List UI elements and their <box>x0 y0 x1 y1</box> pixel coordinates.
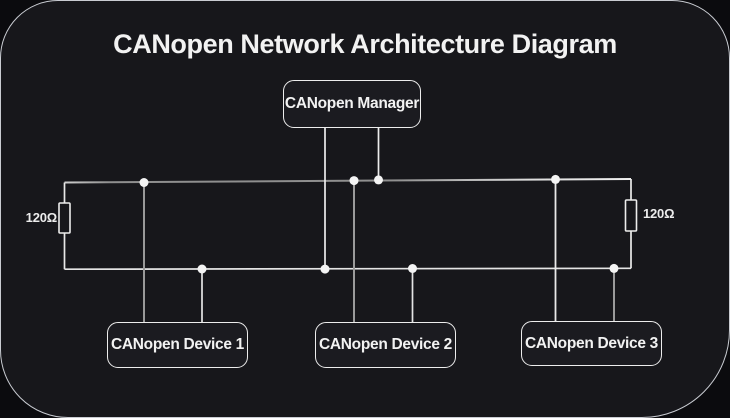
node-canopen-manager: CANopen Manager <box>283 80 421 128</box>
node-canopen-device-1: CANopen Device 1 <box>107 322 248 368</box>
node-canopen-device-3-label: CANopen Device 3 <box>524 334 659 352</box>
top-bus-line <box>64 178 632 184</box>
junction-dot-top-device2 <box>349 176 359 186</box>
node-canopen-device-2: CANopen Device 2 <box>315 322 456 368</box>
junction-dot-top-device1 <box>139 178 149 187</box>
junction-dot-bottom-device3 <box>609 263 619 273</box>
node-canopen-device-1-label: CANopen Device 1 <box>110 336 245 353</box>
junction-dot-bottom-manager <box>320 264 330 274</box>
node-canopen-device-3: CANopen Device 3 <box>521 321 662 366</box>
junction-dot-top-manager <box>374 175 383 185</box>
left-terminator-resistor <box>58 202 71 234</box>
node-canopen-manager-label: CANopen Manager <box>284 95 420 112</box>
junction-dot-top-device3 <box>551 174 560 184</box>
diagram-title: CANopen Network Architecture Diagram <box>113 29 617 59</box>
right-terminator-label: 120Ω <box>643 206 675 221</box>
node-canopen-device-2-label: CANopen Device 2 <box>318 336 453 353</box>
junction-dot-bottom-device2 <box>408 264 417 273</box>
left-terminator-label: 120Ω <box>25 210 58 225</box>
junction-dot-bottom-device1 <box>197 264 207 274</box>
right-terminator-resistor <box>624 199 638 232</box>
bottom-bus-line <box>64 267 632 271</box>
